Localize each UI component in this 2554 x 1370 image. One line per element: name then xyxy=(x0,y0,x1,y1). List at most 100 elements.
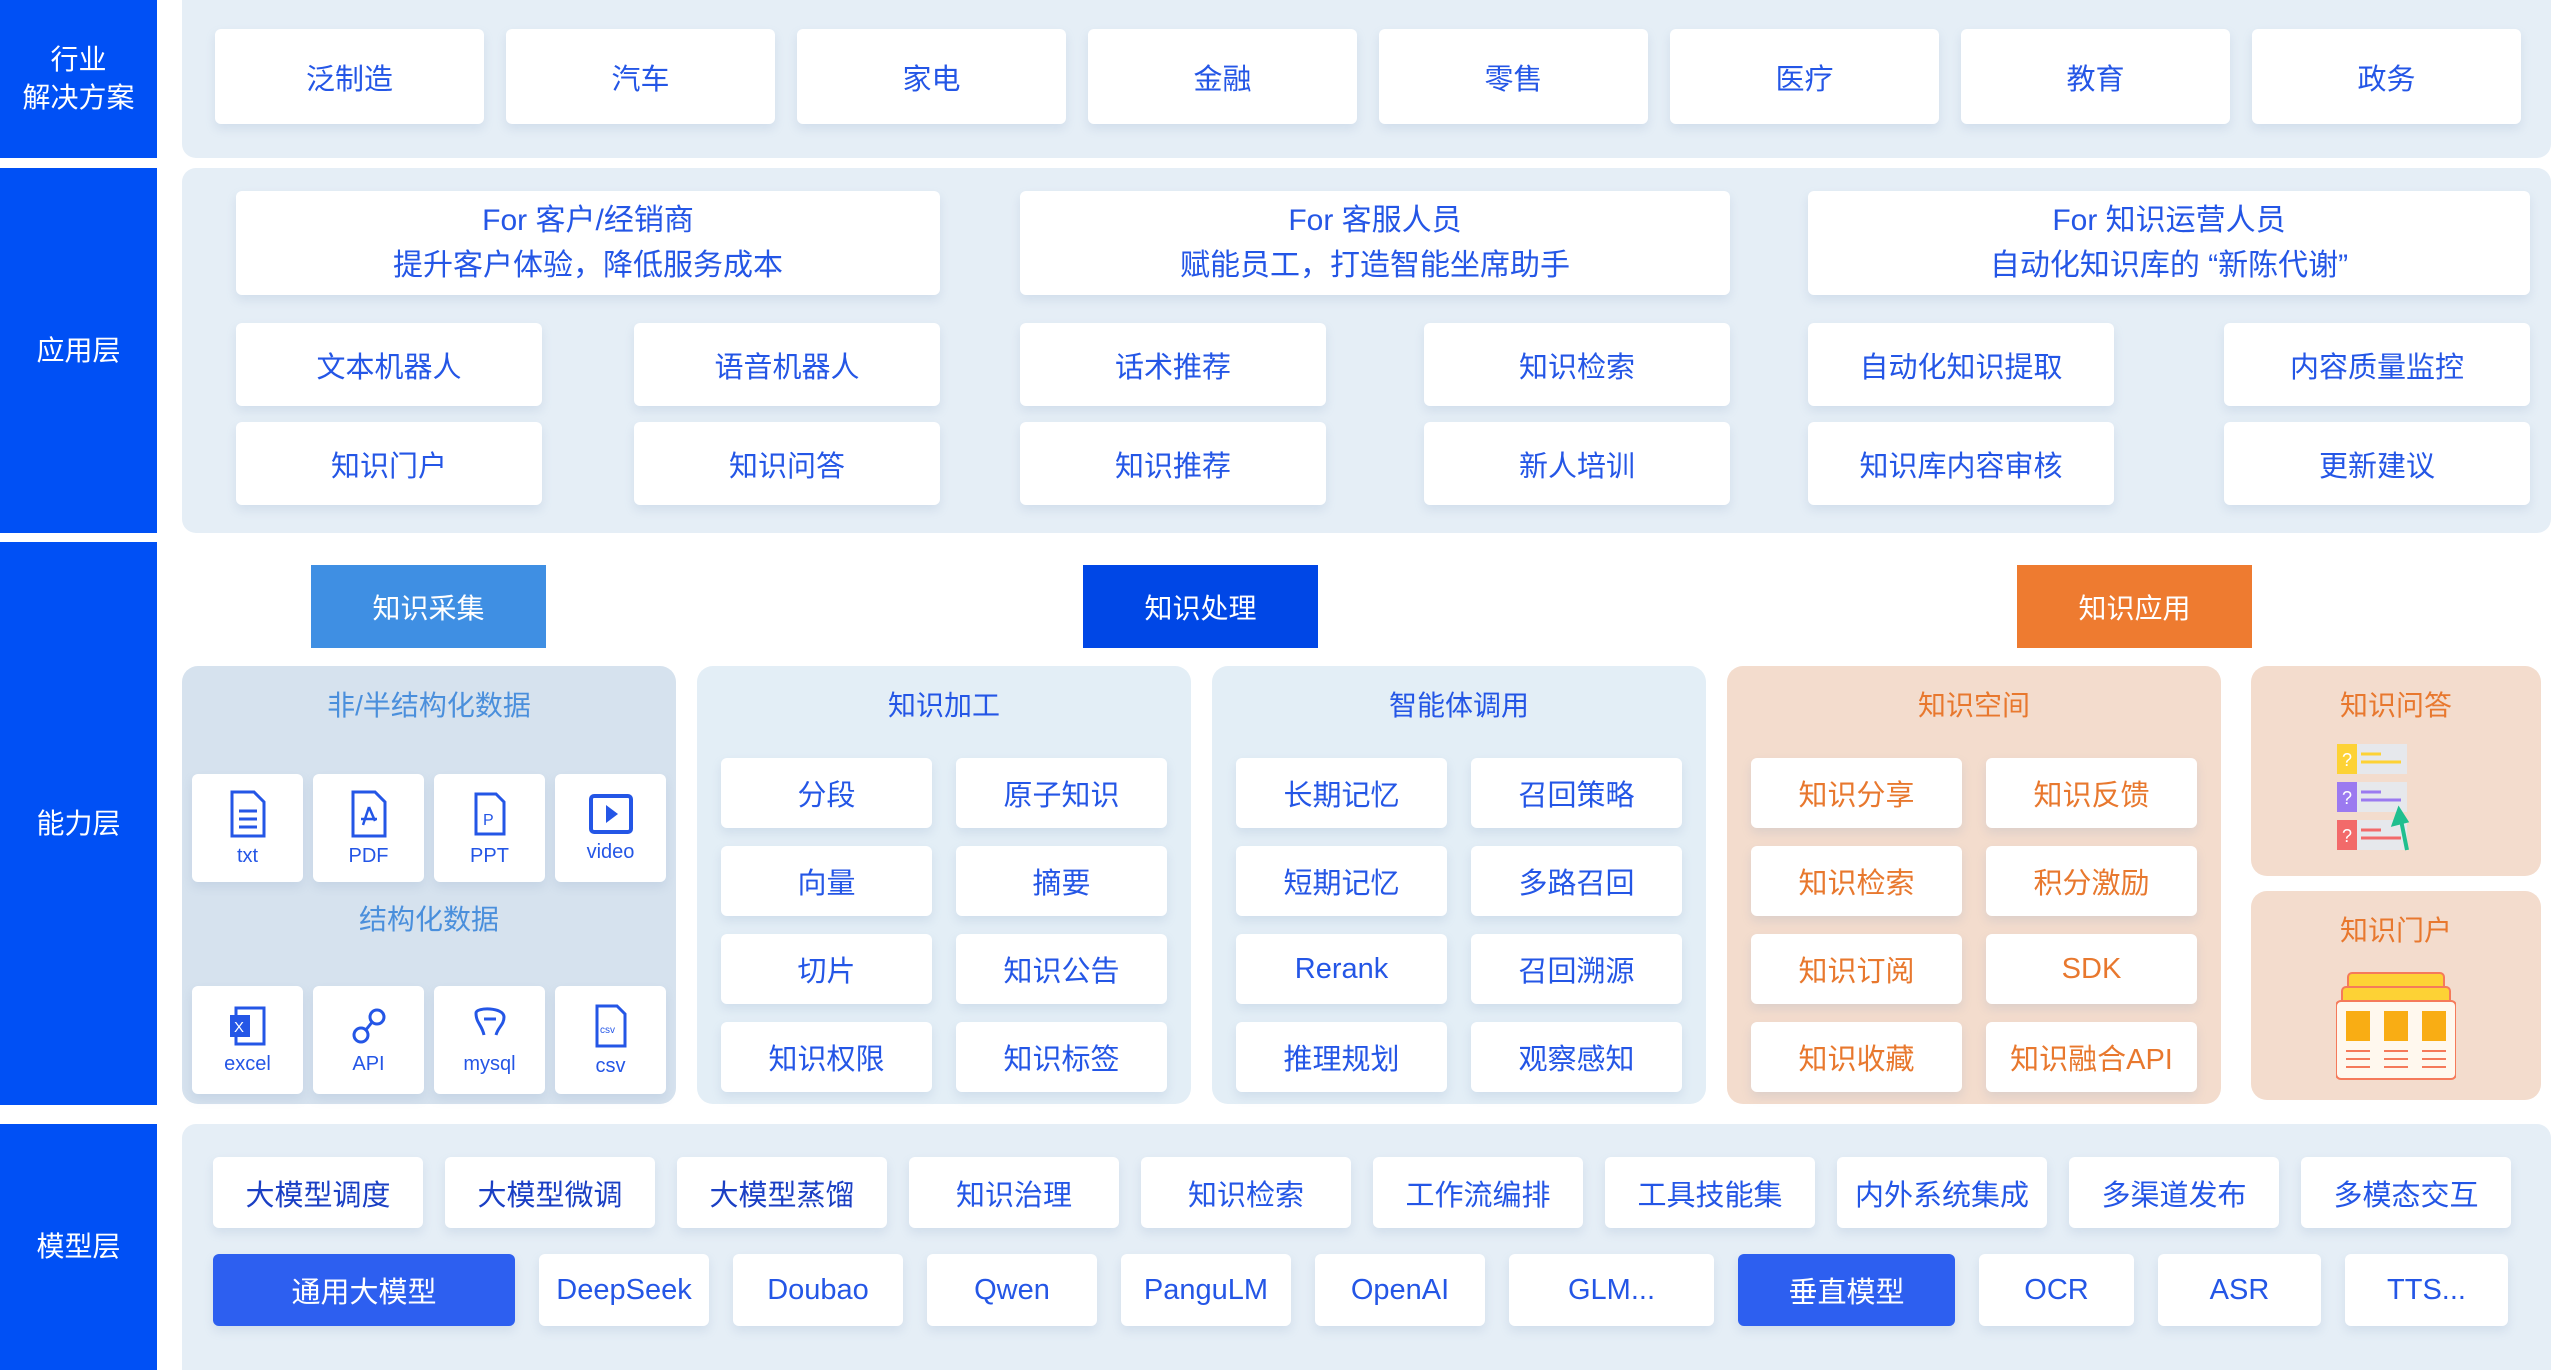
model-glm[interactable]: GLM... xyxy=(1509,1254,1714,1326)
space-item[interactable]: 知识收藏 xyxy=(1751,1022,1962,1092)
space-item[interactable]: 知识订阅 xyxy=(1751,934,1962,1004)
industry-retail[interactable]: 零售 xyxy=(1379,29,1648,124)
processing-item[interactable]: 知识权限 xyxy=(721,1022,932,1092)
processing-item[interactable]: 摘要 xyxy=(956,846,1167,916)
knowledge-portal-card[interactable]: 知识门户 xyxy=(2251,891,2541,1100)
agent-item[interactable]: Rerank xyxy=(1236,934,1447,1004)
model-deepseek[interactable]: DeepSeek xyxy=(539,1254,709,1326)
agent-item[interactable]: 观察感知 xyxy=(1471,1022,1682,1092)
app-item[interactable]: 文本机器人 xyxy=(236,323,542,406)
knowledge-qa-card[interactable]: 知识问答 ??? xyxy=(2251,666,2541,876)
space-item[interactable]: 知识反馈 xyxy=(1986,758,2197,828)
processing-item[interactable]: 知识标签 xyxy=(956,1022,1167,1092)
sidebar-application: 应用层 xyxy=(0,168,157,533)
model-tts[interactable]: TTS... xyxy=(2345,1254,2508,1326)
model-capability[interactable]: 知识检索 xyxy=(1141,1157,1351,1228)
knowledge-space-panel: 知识空间 知识分享 知识反馈 知识检索 积分激励 知识订阅 SDK 知识收藏 知… xyxy=(1727,666,2221,1104)
app-item[interactable]: 知识问答 xyxy=(634,422,940,505)
label: PDF xyxy=(348,844,389,867)
app-item[interactable]: 语音机器人 xyxy=(634,323,940,406)
model-capability[interactable]: 大模型调度 xyxy=(213,1157,423,1228)
model-capability[interactable]: 内外系统集成 xyxy=(1837,1157,2047,1228)
processing-item[interactable]: 知识公告 xyxy=(956,934,1167,1004)
group-subtitle: 提升客户体验，降低服务成本 xyxy=(393,249,783,282)
source-txt[interactable]: txt xyxy=(192,774,303,882)
sidebar-model: 模型层 xyxy=(0,1124,157,1370)
processing-item[interactable]: 切片 xyxy=(721,934,932,1004)
source-video[interactable]: video xyxy=(555,774,666,882)
processing-item[interactable]: 向量 xyxy=(721,846,932,916)
app-item[interactable]: 知识库内容审核 xyxy=(1808,422,2114,505)
space-item[interactable]: SDK xyxy=(1986,934,2197,1004)
vertical-model-label[interactable]: 垂直模型 xyxy=(1738,1254,1955,1326)
space-item[interactable]: 知识分享 xyxy=(1751,758,1962,828)
agent-item[interactable]: 长期记忆 xyxy=(1236,758,1447,828)
model-doubao[interactable]: Doubao xyxy=(733,1254,903,1326)
app-item[interactable]: 知识推荐 xyxy=(1020,422,1326,505)
tag-knowledge-collect: 知识采集 xyxy=(311,565,546,648)
unstructured-title: 非/半结构化数据 xyxy=(327,690,531,721)
industry-government[interactable]: 政务 xyxy=(2252,29,2521,124)
model-capability[interactable]: 知识治理 xyxy=(909,1157,1119,1228)
space-item[interactable]: 知识融合API xyxy=(1986,1022,2197,1092)
industry-medical[interactable]: 医疗 xyxy=(1670,29,1939,124)
industry-list: 泛制造 汽车 家电 金融 零售 医疗 教育 政务 xyxy=(215,29,2521,124)
space-item[interactable]: 知识检索 xyxy=(1751,846,1962,916)
industry-automotive[interactable]: 汽车 xyxy=(506,29,775,124)
agent-item[interactable]: 短期记忆 xyxy=(1236,846,1447,916)
app-item[interactable]: 知识检索 xyxy=(1424,323,1730,406)
model-capability[interactable]: 工作流编排 xyxy=(1373,1157,1583,1228)
model-ocr[interactable]: OCR xyxy=(1979,1254,2134,1326)
app-item[interactable]: 知识门户 xyxy=(236,422,542,505)
source-pdf[interactable]: PDF xyxy=(313,774,424,882)
agent-item[interactable]: 推理规划 xyxy=(1236,1022,1447,1092)
space-item[interactable]: 积分激励 xyxy=(1986,846,2197,916)
label: txt xyxy=(236,844,259,867)
agent-item[interactable]: 召回策略 xyxy=(1471,758,1682,828)
app-item[interactable]: 内容质量监控 xyxy=(2224,323,2530,406)
industry-panel: 泛制造 汽车 家电 金融 零售 医疗 教育 政务 xyxy=(182,0,2551,158)
general-model-label[interactable]: 通用大模型 xyxy=(213,1254,515,1326)
model-capability[interactable]: 工具技能集 xyxy=(1605,1157,1815,1228)
agent-title: 智能体调用 xyxy=(1388,690,1529,721)
agent-panel: 智能体调用 长期记忆 召回策略 短期记忆 多路召回 Rerank 召回溯源 推理… xyxy=(1212,666,1706,1104)
app-item[interactable]: 话术推荐 xyxy=(1020,323,1326,406)
tag-knowledge-apply: 知识应用 xyxy=(2017,565,2252,648)
model-list: 通用大模型 DeepSeek Doubao Qwen PanguLM OpenA… xyxy=(213,1254,2508,1326)
excel-icon: X xyxy=(229,1006,265,1045)
label: API xyxy=(352,1052,385,1075)
agent-item[interactable]: 多路召回 xyxy=(1471,846,1682,916)
model-openai[interactable]: OpenAI xyxy=(1315,1254,1485,1326)
industry-education[interactable]: 教育 xyxy=(1961,29,2230,124)
svg-text:?: ? xyxy=(2342,788,2352,808)
label: PPT xyxy=(470,844,509,867)
model-capability[interactable]: 多渠道发布 xyxy=(2069,1157,2279,1228)
app-item[interactable]: 更新建议 xyxy=(2224,422,2530,505)
sidebar-industry: 行业 解决方案 xyxy=(0,0,157,158)
group-title: For 知识运营人员 xyxy=(2052,204,2286,237)
app-item[interactable]: 自动化知识提取 xyxy=(1808,323,2114,406)
processing-item[interactable]: 分段 xyxy=(721,758,932,828)
app-item[interactable]: 新人培训 xyxy=(1424,422,1730,505)
api-link-icon xyxy=(352,1008,385,1043)
model-capabilities: 大模型调度 大模型微调 大模型蒸馏 知识治理 知识检索 工作流编排 工具技能集 … xyxy=(213,1157,2511,1228)
model-capability[interactable]: 大模型蒸馏 xyxy=(677,1157,887,1228)
industry-finance[interactable]: 金融 xyxy=(1088,29,1357,124)
model-qwen[interactable]: Qwen xyxy=(927,1254,1097,1326)
source-mysql[interactable]: mysql xyxy=(434,986,545,1094)
industry-manufacturing[interactable]: 泛制造 xyxy=(215,29,484,124)
app-group-header: For 知识运营人员自动化知识库的 “新陈代谢” xyxy=(1808,191,2530,295)
model-asr[interactable]: ASR xyxy=(2158,1254,2321,1326)
source-api[interactable]: API xyxy=(313,986,424,1094)
model-capability[interactable]: 大模型微调 xyxy=(445,1157,655,1228)
industry-appliance[interactable]: 家电 xyxy=(797,29,1066,124)
processing-item[interactable]: 原子知识 xyxy=(956,758,1167,828)
agent-item[interactable]: 召回溯源 xyxy=(1471,934,1682,1004)
model-capability[interactable]: 多模态交互 xyxy=(2301,1157,2511,1228)
pdf-file-icon xyxy=(351,790,386,837)
model-pangulm[interactable]: PanguLM xyxy=(1121,1254,1291,1326)
